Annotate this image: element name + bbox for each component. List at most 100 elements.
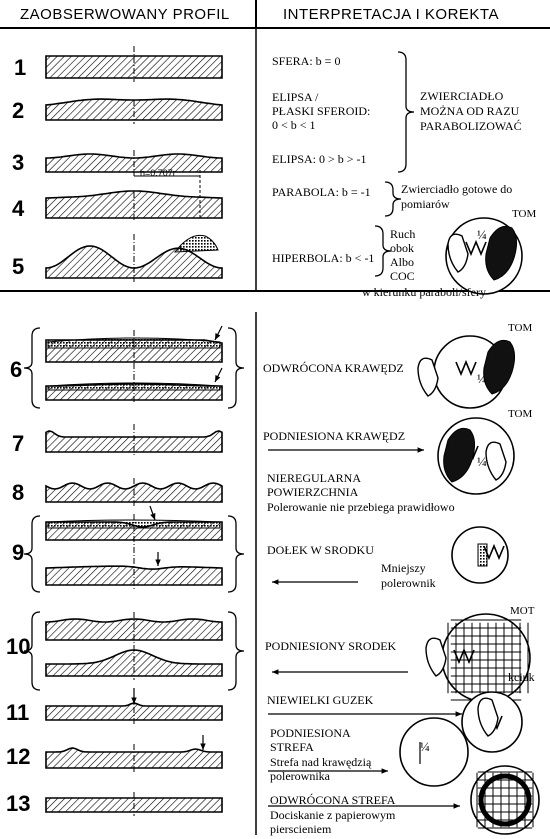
note-ready-line-3: PARABOLIZOWAĆ [420, 119, 522, 133]
interpretation-6: ODWRÓCONA KRAWĘDZ [263, 361, 404, 375]
profile-number-10: 10 [6, 634, 31, 659]
pointer-6b-head [215, 375, 221, 382]
interpretation-9: DOŁEK W SRODKU [267, 543, 374, 557]
arrow-7-head [417, 447, 424, 453]
tool-10-hand-left [425, 637, 447, 677]
brace-left-10 [23, 611, 41, 691]
profile-number-13: 13 [6, 791, 31, 816]
interpretation-10: PODNIESIONY SRODEK [265, 639, 397, 653]
note-move-direction: w kierunku paraboli/sfery [362, 285, 486, 299]
tool-5 [445, 217, 523, 295]
note-measure-line-2: pomiarów [401, 197, 450, 211]
pointer-9b-head [155, 559, 161, 566]
label-quarter-5: ¼ [477, 227, 487, 242]
brace-left-9 [23, 515, 41, 593]
interpretation-8-line-1: NIEREGULARNA [267, 471, 361, 485]
interpretation-2-line-1: ELIPSA / [272, 90, 319, 104]
profile-5-shape [45, 245, 223, 279]
pointer-12-head [200, 743, 206, 750]
tool-6 [417, 335, 516, 409]
tool-6-hand [483, 339, 516, 395]
brace-right-9 [227, 515, 245, 593]
header-observed-profile: ZAOBSERWOWANY PROFIL [20, 6, 230, 23]
tool-10-mirror [441, 613, 531, 703]
tool-12 [399, 717, 469, 787]
interpretation-2-line-3: 0 < b < 1 [272, 118, 316, 132]
arrow-10-head [272, 669, 279, 675]
note-12-line-2: polerownika [270, 769, 330, 783]
note-9-line-2: polerownik [381, 576, 436, 590]
note-13-line-1: Dociskanie z papierowym [270, 808, 396, 822]
tool-13-paper-ring [478, 773, 532, 827]
note-8: Polerowanie nie przebiega prawidłowo [267, 500, 455, 514]
brace-ready [397, 51, 415, 173]
interpretation-4: PARABOLA: b = -1 [272, 185, 371, 199]
profile-1-shape [45, 55, 223, 79]
interpretation-2-line-2: PŁASKI SFEROID: [272, 104, 371, 118]
profile-number-4: 4 [12, 196, 25, 221]
profile-number-12: 12 [6, 744, 31, 769]
interpretation-5: HIPERBOLA: b < -1 [272, 251, 375, 265]
profile-number-11: 11 [6, 700, 30, 725]
profile-number-8: 8 [12, 480, 25, 505]
note-move-line-1: Ruch [390, 227, 416, 241]
label-tom-6: TOM [508, 322, 533, 334]
profile-number-1: 1 [14, 55, 27, 80]
tool-5-hand-left [447, 233, 469, 273]
interpretation-13: ODWRÓCONA STREFA [270, 793, 396, 807]
brace-right-10 [227, 611, 245, 691]
tool-7-hand [443, 427, 476, 483]
tool-5-hand [485, 225, 518, 281]
profile-7-shape [45, 430, 223, 453]
note-12-line-1: Strefa nad krawędzią [270, 755, 372, 769]
pointer-9a-head [150, 513, 156, 520]
label-tom-5: TOM [512, 208, 537, 220]
brace-left-6 [23, 327, 41, 409]
pointer-11-head [131, 697, 137, 704]
arrow-9-head [272, 579, 279, 585]
profile-number-6: 6 [10, 357, 23, 382]
note-9-line-1: Mniejszy [381, 561, 426, 575]
profile-9b-shape [45, 565, 223, 586]
interpretation-12-line-2: STREFA [270, 740, 314, 754]
tool-7-hand-left [485, 441, 507, 481]
note-move-line-4: COC [390, 269, 415, 283]
profile-2-shape [45, 98, 223, 121]
note-ready-line-1: ZWIERCIADŁO [420, 89, 504, 103]
note-ready-line-2: MOŻNA OD RAZU [420, 104, 520, 118]
arrow-11-head [455, 711, 462, 717]
profile-number-2: 2 [12, 98, 25, 123]
tool-10 [425, 613, 531, 703]
tool-5-stroke [465, 239, 487, 257]
profile-10b-shape [45, 649, 223, 677]
tool-6-hand-left [417, 357, 439, 397]
tool-6-stroke [455, 359, 477, 377]
interpretation-3: ELIPSA: 0 > b > -1 [272, 152, 367, 166]
header-interpretation: INTERPRETACJA I KOREKTA [283, 6, 499, 23]
profile-number-9: 9 [12, 540, 25, 565]
profile-10a-shape [45, 618, 223, 641]
label-quarter-12: ¼ [420, 739, 430, 754]
label-mot-10: MOT [510, 605, 535, 617]
interpretation-8-line-2: POWIERZCHNIA [267, 485, 359, 499]
tool-12-mirror [399, 717, 469, 787]
profile-number-5: 5 [12, 254, 25, 279]
arrow-13-head [453, 803, 460, 809]
tool-7 [437, 417, 515, 495]
interpretation-11: NIEWIELKI GUZEK [267, 693, 374, 707]
note-13-line-2: pierscieniem [270, 822, 332, 836]
tool-9-small-polisher [477, 543, 488, 567]
profile-5-dotted-area [173, 234, 219, 253]
arrow-12-head [381, 768, 388, 774]
profile-9a-dotted [47, 519, 221, 529]
brace-move [374, 225, 392, 277]
tool-11 [461, 691, 523, 753]
label-quarter-7: ¼ [477, 454, 487, 469]
note-move-line-3: Albo [390, 255, 414, 269]
interpretation-1: SFERA: b = 0 [272, 54, 341, 68]
note-measure-line-1: Zwierciadło gotowe do [401, 182, 513, 196]
profile-number-3: 3 [12, 150, 25, 175]
tool-11-hand-left [477, 697, 499, 737]
